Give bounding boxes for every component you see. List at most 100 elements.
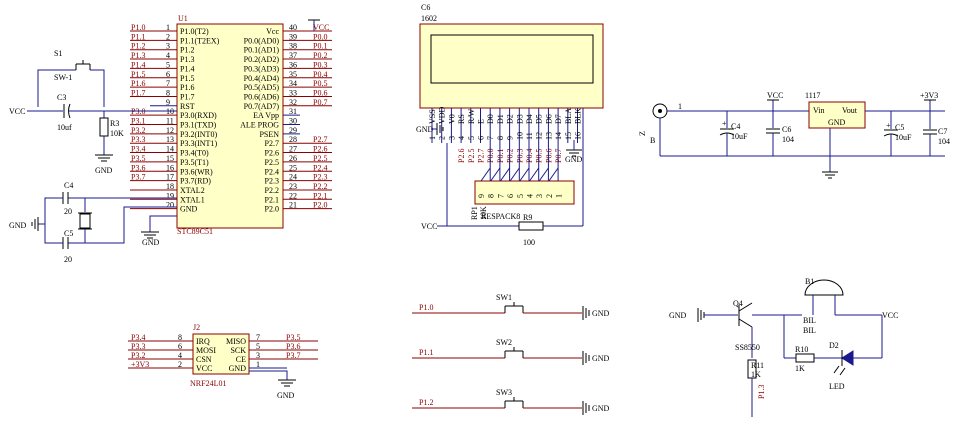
reset-resistor	[99, 117, 109, 137]
mcu-left-pin-name: GND	[180, 205, 198, 214]
lcd-pin-name: D5	[535, 114, 544, 124]
crystal-c4-value: 20	[64, 207, 72, 216]
lcd-pin-number: 3	[447, 136, 456, 140]
mcu-right-pin-name: P2.6	[265, 149, 279, 158]
nrf-right-pin-name: GND	[229, 364, 247, 373]
r10-value: 1K	[795, 364, 805, 373]
mcu-left-pin-number: 5	[166, 60, 170, 69]
power-c5-ref: C5	[895, 123, 904, 132]
mcu-right-net-label: P0.4	[313, 70, 327, 79]
button-gnd: GND	[592, 354, 610, 363]
crystal-c5-ref: C5	[64, 229, 73, 238]
mcu-left-pin-number: 16	[166, 163, 174, 172]
reset-ground-symbol	[95, 154, 113, 162]
lcd-pin-number: 1	[428, 136, 437, 140]
q4-ref: Q4	[733, 299, 743, 308]
rp-name: RESPACK8	[481, 212, 520, 221]
mcu-part: STC89C51	[177, 227, 213, 236]
reg-gnd: GND	[828, 118, 846, 127]
mcu-right-pin-name: P0.3(AD3)	[244, 64, 280, 73]
nrf-left-pin-number: 4	[178, 351, 182, 360]
mcu-left-net-label: P1.1	[131, 32, 145, 41]
lcd-pin-number: 8	[496, 136, 505, 140]
lcd-pin-number: 7	[486, 136, 495, 140]
mcu-left-pin-name: P3.2(INT0)	[180, 130, 217, 139]
mcu-left-pin-name: P1.7	[180, 92, 194, 101]
mcu-left-net-label: P3.6	[131, 163, 145, 172]
mcu-left-pin-name: P1.4	[180, 64, 194, 73]
lcd-pin-number: 16	[574, 132, 583, 140]
mcu-right-net-label: P2.4	[313, 163, 327, 172]
nrf-left-pin-name: MOSI	[196, 346, 216, 355]
b1-ref: B1	[805, 277, 814, 286]
mcu-left-net-label: P1.5	[131, 70, 145, 79]
mcu-right-net-label: P2.1	[313, 191, 327, 200]
mcu-right-pin-number: 33	[289, 88, 297, 97]
mcu-right-pin-name: Vcc	[266, 27, 279, 36]
r11-ref: R11	[751, 361, 764, 370]
mcu-left-net-label: P3.5	[131, 154, 145, 163]
lcd-pin-number: 4	[457, 136, 466, 140]
mcu-right-pin-name: P0.6(AD6)	[244, 92, 280, 101]
mcu-right-pin-name: P0.0(AD0)	[244, 36, 280, 45]
mcu-right-pin-number: 32	[289, 98, 297, 107]
reset-switch-ref: S1	[54, 49, 62, 58]
lcd-gnd-left: GND	[416, 125, 434, 134]
mcu-right-pin-number: 28	[289, 135, 297, 144]
nrf-right-pin-number: 1	[256, 360, 260, 369]
mcu-left-pin-number: 18	[166, 182, 174, 191]
mcu-right-net-label: P2.2	[313, 182, 327, 191]
nrf-right-pin-name: MISO	[226, 337, 246, 346]
button-gnd: GND	[592, 404, 610, 413]
lcd-pin-name: RS	[457, 114, 466, 124]
mcu-left-pin-name: P3.1(TXD)	[180, 121, 217, 130]
lcd-part: 1602	[421, 14, 437, 23]
mcu-right-pin-number: 27	[289, 145, 297, 154]
mcu-right-net-label: P2.5	[313, 154, 327, 163]
nrf-ground-symbol	[278, 379, 296, 387]
mcu-right-net-label: P2.7	[313, 135, 327, 144]
mcu-left-net-label: P1.7	[131, 88, 145, 97]
lcd-pin-number: 15	[564, 132, 573, 140]
resistor-pack	[474, 180, 575, 205]
lcd-1602: C6 1602 GND GND VCC R9 100 RESPACK8 RP1 …	[416, 3, 604, 247]
buzzer-b1	[804, 279, 844, 296]
buzzer-net: P1.3	[757, 385, 766, 399]
mcu-left-pin-number: 1	[166, 23, 170, 32]
lcd-pin-name: D1	[496, 114, 505, 124]
mcu-left-pin-number: 12	[166, 126, 174, 135]
nrf-right-pin-number: 5	[256, 342, 260, 351]
reset-circuit: S1 SW-1 VCC C3 10uf R3 10K GND	[9, 49, 177, 175]
mcu-right-pin-number: 39	[289, 32, 297, 41]
buzzer-ground-symbol	[697, 308, 705, 322]
power-c7-ref: C7	[938, 127, 947, 136]
rp-pin-number: 5	[516, 194, 525, 198]
nrf-part: NRF24L01	[190, 379, 226, 388]
power-c5-value: 10uF	[895, 133, 912, 142]
nrf-left-pin-number: 6	[178, 342, 182, 351]
mcu-u1: U1 STC89C51 P1.0(T2)1P1.0P1.1(T2EX)2P1.1…	[130, 14, 332, 236]
reset-res-value: 10K	[110, 129, 124, 138]
mcu-right-net-label: P0.2	[313, 51, 327, 60]
lcd-pin-name: BLK	[574, 108, 583, 124]
mcu-body	[176, 23, 284, 229]
mcu-left-net-label: P3.0	[131, 107, 145, 116]
mcu-left-pin-name: P3.0(RXD)	[180, 111, 217, 120]
rp-pin-number: 7	[496, 194, 505, 198]
nrf-right-net: P3.6	[286, 342, 300, 351]
mcu-right-pin-number: 25	[289, 163, 297, 172]
mcu-right-pin-name: P0.7(AD7)	[244, 102, 280, 111]
power-c6-ref: C6	[782, 125, 791, 134]
crystal-left-ground	[31, 217, 39, 231]
mcu-left-pin-number: 20	[166, 201, 174, 210]
r9-value: 100	[523, 238, 535, 247]
power-c4-value: 10uF	[731, 132, 748, 141]
jack-pin-1: 1	[678, 102, 682, 111]
nrf-left-pin-number: 2	[178, 360, 182, 369]
nrf-ref: J2	[193, 323, 200, 332]
mcu-right-pin-name: P2.5	[265, 158, 279, 167]
crystal-bottom-ground	[141, 231, 159, 239]
mcu-left-pin-number: 11	[166, 117, 174, 126]
button-net-label: P1.1	[419, 348, 433, 357]
mcu-right-pin-name: P2.2	[265, 186, 279, 195]
